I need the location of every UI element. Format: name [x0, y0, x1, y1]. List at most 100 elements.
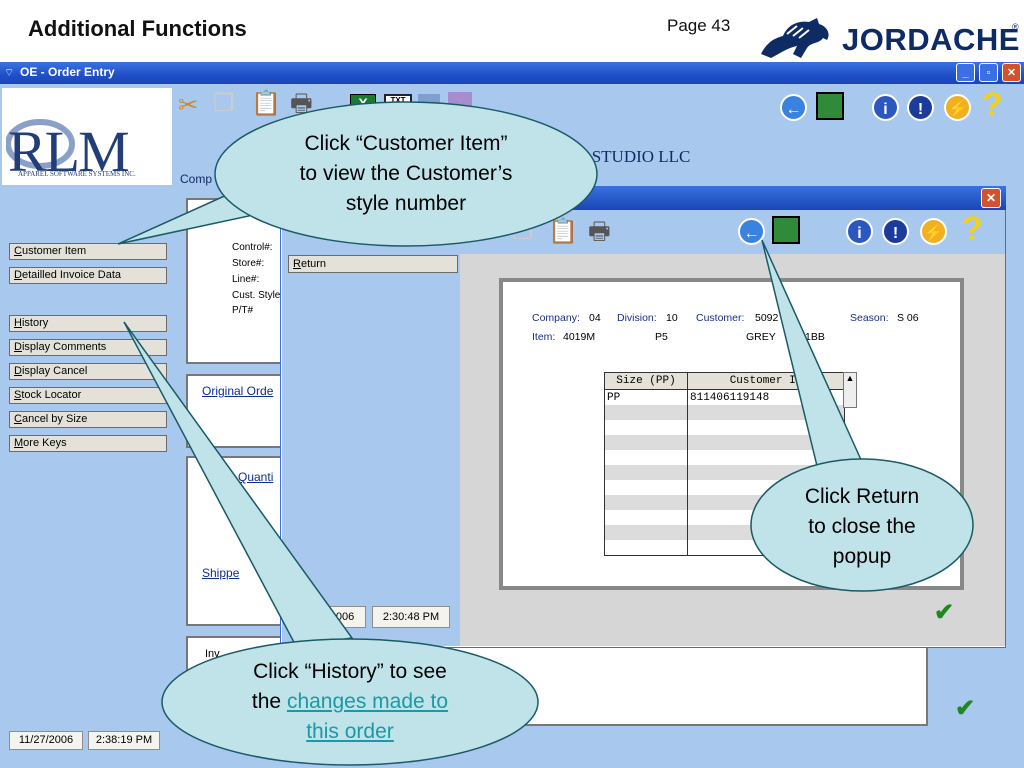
button-hotkey: C [14, 413, 22, 425]
popup-paste-icon[interactable]: 📋 [548, 218, 578, 245]
confirm-check-icon[interactable]: ✔ [955, 695, 976, 722]
callout-pointer-return [761, 239, 864, 471]
season-field-label: Season: [850, 312, 889, 324]
print-icon[interactable]: 🖶 [290, 90, 313, 117]
jordache-logo: JORDACHE [842, 22, 1020, 57]
popup-print-icon[interactable]: 🖶 [588, 218, 611, 245]
cust-style-label: Cust. Style [232, 290, 281, 301]
paste-icon[interactable]: 📋 [251, 90, 281, 117]
popup-lightning-icon[interactable]: ⚡ [920, 218, 947, 245]
maximize-button[interactable]: ▫ [979, 63, 998, 82]
callout-line: to view the Customer’s [299, 162, 513, 185]
popup-info-icon[interactable]: i [846, 218, 873, 245]
lightning-icon[interactable]: ⚡ [944, 94, 971, 121]
minimize-button[interactable]: _ [956, 63, 975, 82]
division-field-label: Division: [617, 312, 657, 324]
this-order-link[interactable]: this order [306, 720, 394, 743]
pt-label: P/T# [232, 305, 254, 316]
rlm-tagline: APPAREL SOFTWARE SYSTEMS INC. [18, 170, 136, 178]
window-title: OE - Order Entry [20, 65, 115, 79]
page-number: Page 43 [667, 16, 731, 35]
callout-bubble-customer-item [214, 101, 598, 247]
grid-scrollbar[interactable]: ▲ [843, 372, 857, 408]
item-extra-value: 1BB [805, 331, 825, 343]
button-label: ancel by Size [21, 413, 88, 425]
company-name: S STUDIO LLC [578, 147, 691, 166]
window-titlebar[interactable]: OE - Order Entry _ ▫ ✕ [0, 62, 1024, 84]
size-cell[interactable]: PP [604, 389, 688, 405]
button-label: isplay Comments [21, 341, 107, 353]
customer-item-button[interactable]: Customer Item [9, 243, 167, 260]
app-icon: ⌔ [4, 67, 15, 79]
status-date: 11/27/2006 [9, 731, 83, 750]
alert-icon[interactable]: ! [907, 94, 934, 121]
grid-cell[interactable] [604, 435, 688, 450]
callout-text-prefix: the [251, 690, 287, 713]
customer-field-label: Customer: [696, 312, 745, 324]
popup-exit-door-icon[interactable] [772, 216, 800, 244]
changes-link[interactable]: changes made to [286, 690, 449, 713]
callout-line: style number [345, 192, 467, 215]
original-order-link[interactable]: Original Orde [202, 384, 274, 398]
callout-pointer-history [123, 321, 354, 647]
more-keys-button[interactable]: More Keys [9, 435, 167, 452]
button-label: ore Keys [23, 437, 67, 449]
popup-sidebar [282, 210, 460, 646]
popup-help-icon[interactable]: ? [962, 210, 983, 248]
display-cancel-button[interactable]: Display Cancel [9, 363, 167, 380]
detailed-invoice-data-button[interactable]: Detailled Invoice Data [9, 267, 167, 284]
button-label: etailled Invoice Data [21, 269, 122, 281]
button-label: eturn [300, 258, 327, 270]
back-arrow-icon[interactable]: ← [780, 94, 807, 121]
callout-line: popup [832, 545, 892, 568]
callout-customer-item: Click “Customer Item” to view the Custom… [225, 129, 587, 219]
copy-icon[interactable]: ❐ [213, 90, 235, 117]
popup-close-button[interactable]: ✕ [981, 188, 1001, 208]
button-hotkey: M [14, 437, 24, 449]
callout-line: the changes made to [170, 687, 530, 717]
button-label: tock Locator [21, 389, 82, 401]
cut-icon[interactable]: ✂ [178, 92, 199, 119]
slide-title: Additional Functions [28, 16, 247, 41]
registered-mark: ® [1012, 22, 1019, 32]
grid-cell[interactable] [604, 405, 688, 420]
return-button[interactable]: Return [288, 255, 458, 273]
help-icon[interactable]: ? [982, 86, 1003, 124]
grid-cell[interactable] [604, 495, 688, 510]
popup-alert-icon[interactable]: ! [882, 218, 909, 245]
grid-cell[interactable] [687, 435, 845, 450]
table-row[interactable] [604, 450, 845, 465]
table-row[interactable] [604, 420, 845, 435]
callout-bubble-return [750, 458, 974, 592]
line-label: Line#: [232, 274, 260, 285]
button-label: isplay Cancel [21, 365, 88, 377]
control-label: Control#: [232, 242, 273, 253]
stock-locator-button[interactable]: Stock Locator [9, 387, 167, 404]
grid-cell[interactable] [604, 465, 688, 480]
button-hotkey: R [293, 258, 301, 270]
callout-bubble-history [161, 638, 539, 766]
popup-status-time: 2:30:48 PM [372, 606, 450, 628]
cancel-by-size-button[interactable]: Cancel by Size [9, 411, 167, 428]
exit-door-icon[interactable] [816, 92, 844, 120]
callout-return: Click Return to close the popup [760, 482, 964, 572]
close-button[interactable]: ✕ [1002, 63, 1021, 82]
company-field-value: 04 [589, 312, 601, 324]
table-row[interactable] [604, 465, 845, 480]
shipped-link[interactable]: Shippe [202, 566, 240, 580]
info-icon[interactable]: i [872, 94, 899, 121]
season-field-value: S 06 [897, 312, 919, 324]
popup-back-arrow-icon[interactable]: ← [738, 218, 765, 245]
button-hotkey: D [14, 269, 22, 281]
popup-confirm-check-icon[interactable]: ✔ [934, 599, 955, 626]
rlm-logo-box [2, 88, 172, 185]
button-label: ustomer Item [21, 245, 87, 257]
rlm-logo: RLM [8, 119, 130, 184]
table-row[interactable] [604, 435, 845, 450]
button-hotkey: D [14, 341, 22, 353]
quantity-link[interactable]: Quanti [238, 470, 274, 484]
item-code-value: P5 [655, 331, 668, 343]
callout-history: Click “History” to see the changes made … [170, 657, 530, 747]
display-comments-button[interactable]: Display Comments [9, 339, 167, 356]
